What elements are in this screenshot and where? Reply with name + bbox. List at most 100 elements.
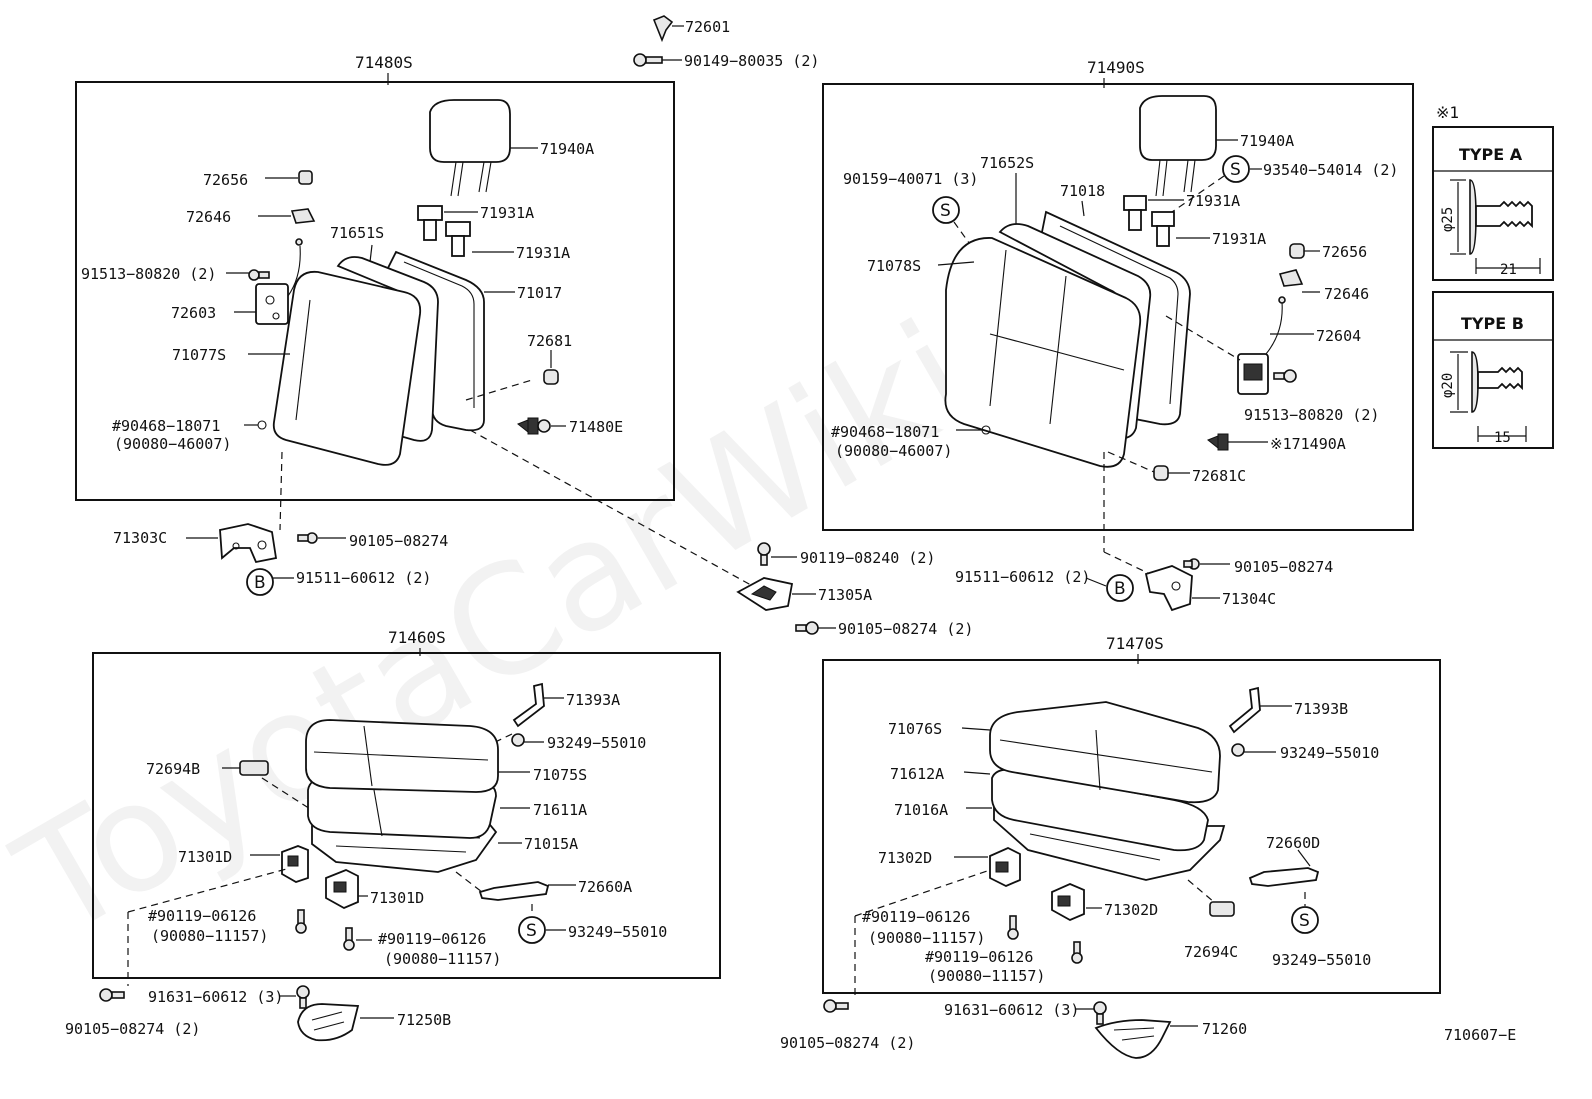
part-72604-lock[interactable]: 72604 [1237,296,1361,395]
label-91631-cr: 91631−60612 (3) [944,1001,1079,1019]
part-71302d-2[interactable]: 71302D [1051,883,1158,922]
part-93249-r1[interactable]: 93249−55010 [1231,743,1379,762]
label-91511-left: 91511−60612 (2) [296,569,431,587]
part-90119-cr-1[interactable]: #90119−06126 (90080−11157) [862,908,1019,947]
part-71940a-headrest-r[interactable]: 71940A [1139,95,1294,197]
group-seatback-left: 71480S 71940A 72656 72646 71931 [75,53,675,531]
group-title-71480s: 71480S [355,53,413,72]
part-71018-frame[interactable] [1038,210,1191,426]
label-72604: 72604 [1316,327,1361,345]
part-71260-cover[interactable]: 71260 [1094,1019,1247,1059]
part-71940a-headrest[interactable]: 71940A [429,99,594,197]
part-91511-left[interactable]: B 91511−60612 (2) [246,568,431,596]
part-90119-cl-2[interactable]: #90119−06126 (90080−11157) [343,927,501,968]
part-90105-mid[interactable]: 90105−08274 (2) [795,620,973,638]
part-72656-r[interactable]: 72656 [1289,243,1367,261]
part-90105-cl[interactable]: 90105−08274 (2) [65,988,200,1038]
part-90119-cl-1[interactable]: #90119−06126 (90080−11157) [148,907,307,945]
legend-type-b-label: TYPE B [1461,314,1524,333]
label-91513-r: 91513−80820 (2) [1244,406,1379,424]
part-91511-r[interactable]: B 91511−60612 (2) [955,568,1134,602]
part-90105-08274-r[interactable]: 90105−08274 [1183,558,1333,576]
part-72694c[interactable]: 72694C [1184,879,1238,961]
part-72681[interactable]: 72681 [527,332,572,385]
label-93249-l1: 93249−55010 [547,734,646,752]
label-71302d-2: 71302D [1104,901,1158,919]
label-71015a: 71015A [524,835,578,853]
part-90105-cr[interactable]: 90105−08274 (2) [780,999,915,1052]
part-71304c-hinge[interactable]: 71304C [1144,565,1276,612]
part-71305a[interactable]: 71305A [736,577,872,611]
part-72694b[interactable]: 72694B [146,760,269,778]
part-72601[interactable]: 72601 [652,15,730,43]
part-71393a-bracket[interactable]: 71393A [512,682,620,728]
part-71075s-cover[interactable]: 71075S [305,719,587,793]
group-cushion-right: 71470S 71393B 93249−55010 71016A 71612A [822,634,1441,996]
part-91631-cl[interactable]: 91631−60612 (3) [148,985,310,1009]
part-71301d-1[interactable]: 71301D [178,845,309,883]
legend-type-b-box [1432,291,1554,449]
label-72646: 72646 [186,208,231,226]
legend-type-a-dia: φ25 [1440,207,1456,232]
label-90149: 90149−80035 (2) [684,52,819,70]
part-71611a-pad[interactable]: 71611A [307,777,587,839]
label-93249-r2: 93249−55010 [1272,951,1371,969]
label-71301d-1: 71301D [178,848,232,866]
part-93249-r2[interactable]: S 93249−55010 [1272,892,1371,969]
part-93249-l1[interactable]: 93249−55010 [511,733,646,752]
label-71652s: 71652S [980,154,1034,172]
legend-type-b-dia: φ20 [1440,373,1456,398]
label-90119-cr-1: #90119−06126 [862,908,970,926]
mid-recliner: 90119−08240 (2) 71305A 90105−08274 (2) [736,542,973,638]
legend: ※1 TYPE A φ25 21 TYPE B φ20 15 [1432,103,1554,449]
label-90080-cr-2: (90080−11157) [928,967,1045,985]
part-93540[interactable]: S 93540−54014 (2) [1171,155,1398,213]
part-90468-clip[interactable]: #90468−18071 (90080−46007) [112,417,267,453]
part-72646[interactable]: 72646 [186,208,316,226]
part-90468-r[interactable]: #90468−18071 (90080−46007) [831,423,991,460]
part-71931a-guide-1[interactable]: 71931A [417,204,534,241]
part-71931a-r-2[interactable]: 71931A [1151,211,1266,248]
part-71078s-cover[interactable]: 71078S [867,237,1142,468]
part-71303c-hinge[interactable]: 71303C [113,523,278,564]
part-91513-bolt[interactable]: 91513−80820 (2) [81,265,270,283]
label-71305a: 71305A [818,586,872,604]
part-71393b-bracket[interactable]: 71393B [1228,686,1348,734]
part-71931a-r-1[interactable]: 71931A [1123,192,1240,231]
part-171490a-clip[interactable]: ※171490A [1207,433,1346,453]
label-71931a-1: 71931A [480,204,534,222]
part-72646-r[interactable]: 72646 [1278,269,1369,303]
part-90119-cr-2[interactable]: #90119−06126 (90080−11157) [925,941,1083,985]
circle-s-cr: S [1299,911,1310,931]
part-90119-08240[interactable]: 90119−08240 (2) [757,542,935,567]
part-72660a[interactable]: 72660A [455,871,632,901]
diagram-id: 710607−E [1444,1026,1516,1044]
part-93249-l2[interactable]: S 93249−55010 [518,904,667,944]
group-box-71460s [92,652,721,979]
label-72656: 72656 [203,171,248,189]
label-71250b: 71250B [397,1011,451,1029]
part-72656[interactable]: 72656 [203,170,313,189]
part-71076s-cover[interactable]: 71076S [888,701,1221,804]
part-72603-lock[interactable]: 72603 [171,238,303,325]
part-71931a-guide-2[interactable]: 71931A [445,221,570,262]
part-91513-r[interactable]: 91513−80820 (2) [1244,369,1379,424]
part-71302d-1[interactable]: 71302D [878,847,1021,887]
label-71940a-r: 71940A [1240,132,1294,150]
label-72603: 72603 [171,304,216,322]
part-90105-08274-left[interactable]: 90105−08274 [297,532,448,550]
label-72694b: 72694B [146,760,200,778]
label-71302d-1: 71302D [878,849,932,867]
part-71250b-cover[interactable]: 71250B [297,1003,451,1042]
part-71480e-clip[interactable]: 71480E [517,417,623,436]
label-90119-cl-1: #90119−06126 [148,907,256,925]
part-72681c[interactable]: 72681C [1107,451,1246,485]
part-71301d-2[interactable]: 71301D [325,869,424,910]
label-71393a: 71393A [566,691,620,709]
label-71480e: 71480E [569,418,623,436]
part-72660d[interactable]: 72660D [1248,834,1320,887]
label-71931a-r-1: 71931A [1186,192,1240,210]
part-91631-cr[interactable]: 91631−60612 (3) [944,1001,1107,1025]
part-71077s-cover[interactable]: 71077S [172,270,422,466]
part-90149[interactable]: 90149−80035 (2) [633,52,819,70]
